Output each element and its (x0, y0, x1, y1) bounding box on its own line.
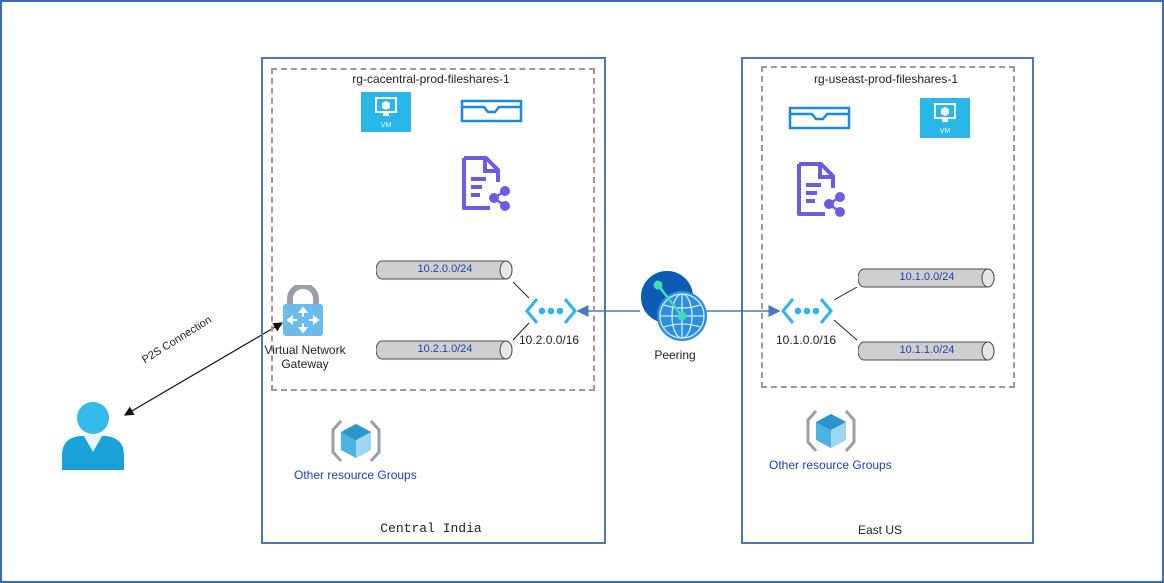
vnet-label-east: 10.1.0.0/16 (776, 333, 837, 347)
subnet-label-central-2: 10.2.1.0/24 (417, 343, 473, 355)
resource-group-icon (331, 419, 381, 463)
file-share-icon (795, 161, 847, 217)
subnet-pipe-central-2 (375, 340, 514, 360)
region-east-us (741, 57, 1034, 544)
subnet-pipe-east-1 (857, 268, 996, 288)
resource-group-central-name: rg-cacentral-prod-fileshares-1 (352, 72, 510, 86)
vm-icon-label: VM (940, 128, 951, 135)
subnet-link-east-1 (833, 286, 858, 301)
region-central-india (261, 57, 606, 544)
virtual-network-gateway-icon (279, 283, 327, 337)
peering-label: Peering (654, 348, 696, 362)
virtual-network-icon (525, 296, 577, 326)
vm-icon-label: VM (381, 122, 392, 129)
subnet-pipe-central-1 (375, 260, 514, 280)
resource-group-east (761, 66, 1015, 388)
subnet-link-east-2 (833, 319, 858, 341)
vm-icon: VM (920, 98, 970, 138)
gateway-label-line2: Gateway (281, 357, 329, 371)
subnet-link-central-1 (512, 281, 530, 299)
resource-group-central (271, 68, 595, 391)
storage-account-icon (788, 106, 851, 130)
subnet-label-central-1: 10.2.0.0/24 (417, 263, 473, 275)
region-central-label: Central India (380, 521, 482, 536)
other-resource-groups-east: Other resource Groups (769, 458, 892, 472)
user-icon (60, 400, 126, 472)
vnet-label-central: 10.2.0.0/16 (519, 333, 580, 347)
vm-icon: VM (361, 92, 411, 132)
subnet-label-east-1: 10.1.0.0/24 (899, 271, 955, 283)
virtual-network-icon (781, 296, 833, 326)
subnet-label-east-2: 10.1.1.0/24 (899, 344, 955, 356)
subnet-pipe-east-2 (857, 341, 996, 361)
subnet-link-central-2 (512, 322, 530, 341)
gateway-label-line1: Virtual Network (264, 343, 346, 357)
region-east-label: East US (857, 523, 902, 537)
file-share-icon (460, 155, 512, 211)
resource-group-icon (806, 409, 856, 453)
p2s-connector (123, 322, 284, 416)
other-resource-groups-central: Other resource Groups (294, 468, 417, 482)
resource-group-east-name: rg-useast-prod-fileshares-1 (813, 72, 959, 86)
vnet-peering-icon (640, 271, 710, 343)
storage-account-icon (460, 99, 523, 123)
